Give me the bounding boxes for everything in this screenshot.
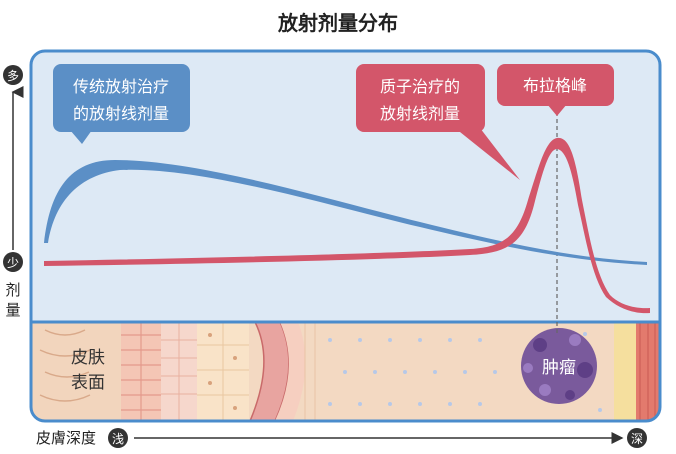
- tumor-label: 肿瘤: [542, 358, 576, 378]
- y-axis-label-2: 量: [5, 301, 20, 319]
- bragg-peak-callout: [497, 64, 614, 116]
- x-axis-deep-badge: [627, 428, 647, 448]
- x-axis-label: 皮膚深度: [36, 429, 96, 447]
- proton-callout: [356, 64, 520, 180]
- panel-border: [29, 49, 662, 423]
- x-axis-shallow-badge: [108, 428, 128, 448]
- traditional-callout: [53, 64, 190, 144]
- skin-label-line1: 皮肤: [71, 348, 105, 368]
- traditional-callout-line2: 的放射线剂量: [73, 104, 169, 123]
- x-axis-deep: 深: [631, 432, 643, 446]
- traditional-callout-line1: 传统放射治疗: [73, 77, 169, 96]
- y-axis-more-badge: [3, 65, 23, 85]
- x-axis-shallow: 浅: [112, 432, 124, 446]
- bragg-peak-label: 布拉格峰: [523, 76, 587, 95]
- y-axis-label-1: 剂: [5, 281, 20, 299]
- proton-callout-line1: 质子治疗的: [380, 77, 460, 96]
- traditional-dose-curve: [44, 160, 647, 265]
- x-axis: 皮膚深度 浅 深: [36, 428, 647, 448]
- y-axis-more: 多: [7, 69, 19, 83]
- skin-label-line2: 表面: [71, 373, 105, 393]
- diagram-title: 放射剂量分布: [277, 11, 398, 35]
- y-axis-less: 少: [7, 256, 19, 270]
- y-axis-less-badge: [3, 252, 23, 272]
- y-axis: 多 少 剂 量: [3, 65, 24, 319]
- proton-callout-line2: 放射线剂量: [380, 104, 460, 123]
- tumor-icon: [521, 328, 597, 404]
